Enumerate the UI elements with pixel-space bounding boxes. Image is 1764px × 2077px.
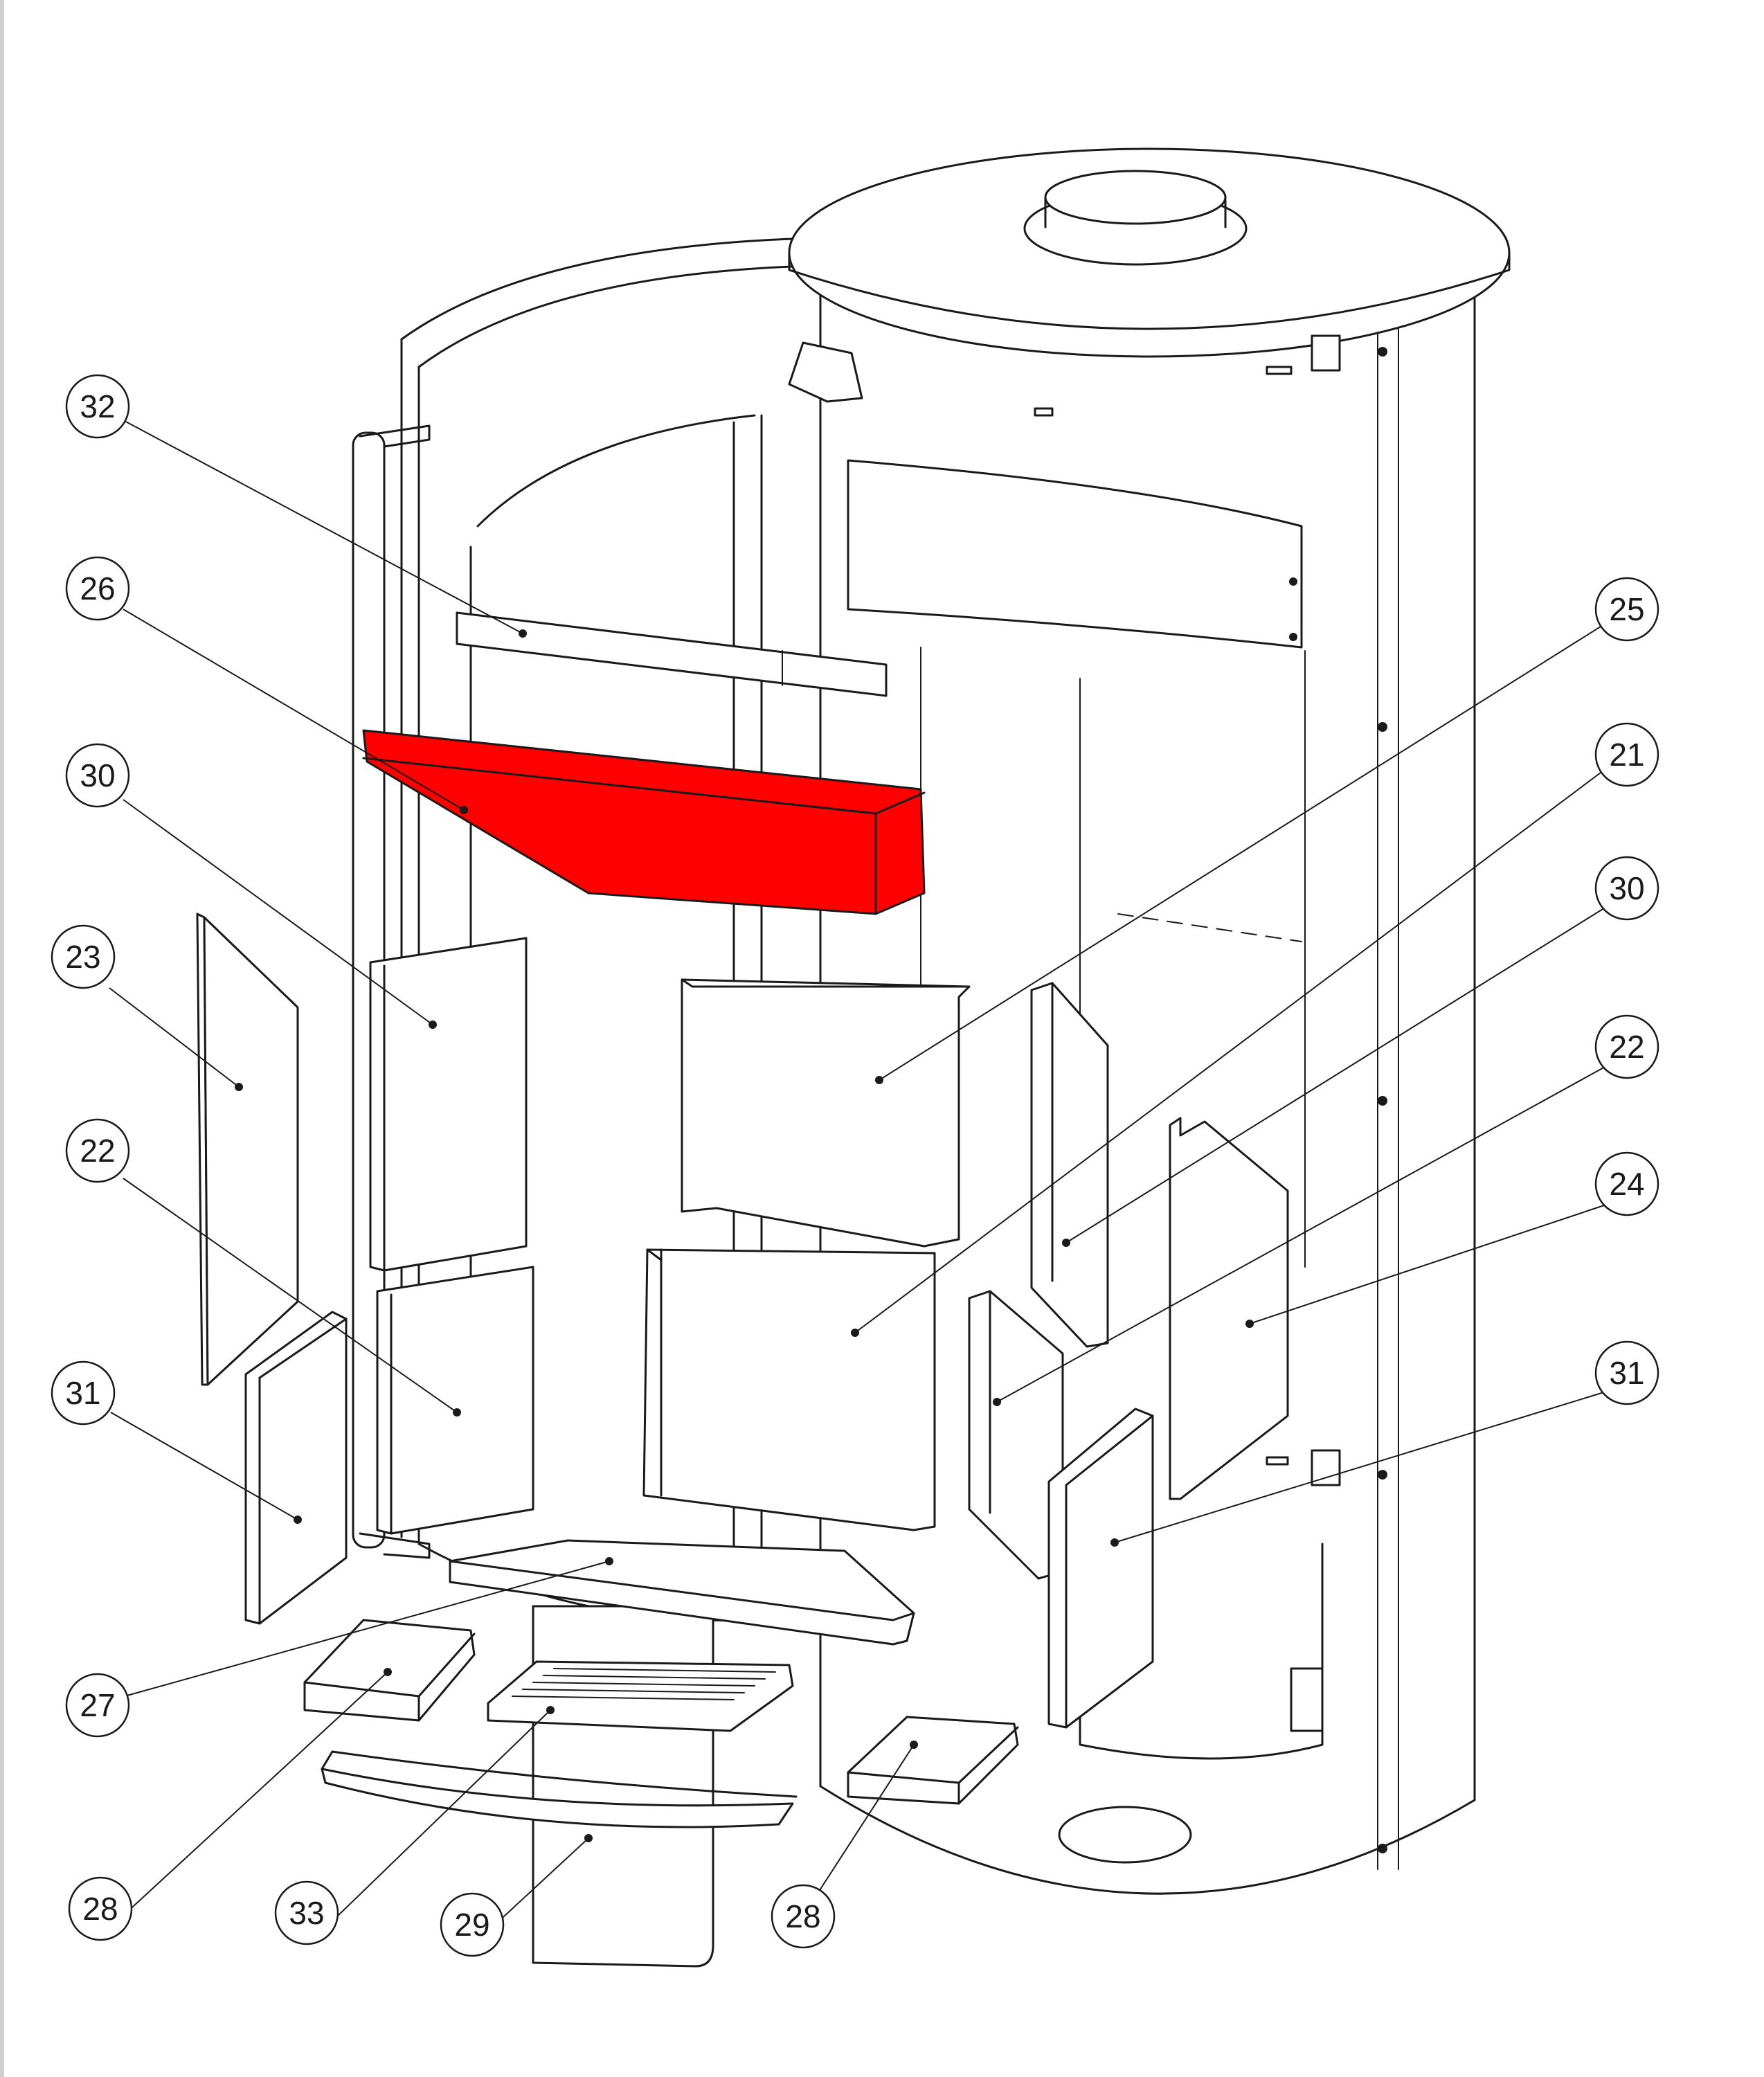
svg-text:23: 23 xyxy=(65,939,100,975)
stove-body xyxy=(788,147,1511,1895)
callout-23: 23 xyxy=(51,924,116,989)
seam-rivet xyxy=(1378,347,1387,357)
part-23-glass xyxy=(203,916,299,1386)
door-top-inner xyxy=(417,265,794,368)
part-25-rear-upper-brick xyxy=(681,978,971,1248)
svg-text:31: 31 xyxy=(1609,1355,1644,1391)
door-upper-hinge xyxy=(788,341,863,403)
part-27-top-edge xyxy=(449,1560,915,1621)
callout-22-left: 22 xyxy=(65,1118,130,1183)
part-28-right-edge xyxy=(847,1726,1019,1805)
svg-text:28: 28 xyxy=(82,1891,118,1927)
callout-30-left: 30 xyxy=(65,743,130,808)
slot xyxy=(1266,366,1293,375)
handle-top-bracket xyxy=(359,424,431,448)
part-25-top-edge xyxy=(681,978,971,988)
seam-rivet xyxy=(1378,1096,1387,1106)
callout-31-left: 31 xyxy=(51,1360,116,1426)
ashpan-recess xyxy=(1079,1543,1324,1760)
svg-text:28: 28 xyxy=(785,1898,820,1934)
svg-text:32: 32 xyxy=(80,388,115,424)
top-lid-rim xyxy=(788,251,1511,330)
deflector-screw xyxy=(1289,577,1297,586)
callout-28-right: 28 xyxy=(771,1884,836,1949)
part-22-left-brick xyxy=(376,1266,534,1535)
leader-dots xyxy=(235,629,1254,1842)
part-30-left-brick xyxy=(369,937,528,1272)
part-31-left-edge xyxy=(258,1318,348,1625)
part-33-grate xyxy=(487,1660,794,1732)
svg-text:21: 21 xyxy=(1609,737,1644,773)
flue-collar-inner xyxy=(1044,170,1227,225)
callout-29: 29 xyxy=(440,1892,505,1957)
left-frame-edge xyxy=(0,0,4,2077)
seam-rivet xyxy=(1378,1844,1387,1853)
lower-body-hinge xyxy=(1311,1449,1341,1486)
callout-31-right: 31 xyxy=(1594,1340,1659,1405)
svg-text:30: 30 xyxy=(80,757,115,793)
svg-text:26: 26 xyxy=(80,570,115,606)
callout-24: 24 xyxy=(1594,1151,1659,1216)
handle-bottom-bracket xyxy=(359,1532,431,1559)
part-29-ash-lip xyxy=(321,1768,794,1828)
svg-text:29: 29 xyxy=(454,1907,489,1943)
svg-text:22: 22 xyxy=(1609,1029,1644,1065)
part-28-left-edge xyxy=(303,1633,476,1722)
callout-28-left: 28 xyxy=(68,1876,133,1941)
door-latch xyxy=(1290,1667,1324,1732)
leader-lines xyxy=(109,420,1607,1925)
slot xyxy=(1034,407,1054,417)
part-33-grate-bars xyxy=(512,1668,776,1700)
part-21-side-edge xyxy=(646,1248,663,1497)
part-30-right-brick xyxy=(1030,982,1109,1348)
air-inlet-hole xyxy=(1058,1806,1192,1864)
door-window-top xyxy=(476,414,756,528)
part-21-rear-lower-brick xyxy=(642,1248,936,1531)
part-24-right-glass xyxy=(1169,1117,1289,1500)
svg-text:22: 22 xyxy=(80,1133,115,1169)
svg-text:25: 25 xyxy=(1609,591,1644,627)
callout-30-right: 30 xyxy=(1594,856,1659,921)
seam-rivet xyxy=(1378,1470,1387,1480)
svg-text:27: 27 xyxy=(80,1687,115,1723)
part-31-right-edge xyxy=(1065,1414,1154,1729)
callout-21: 21 xyxy=(1594,722,1659,787)
callout-25: 25 xyxy=(1594,577,1659,642)
upper-deflector-plate xyxy=(847,459,1303,649)
svg-text:31: 31 xyxy=(65,1375,100,1411)
callout-26: 26 xyxy=(65,556,130,621)
callout-33: 33 xyxy=(274,1880,339,1945)
deflector-screw xyxy=(1289,633,1297,641)
part-29-top-edge xyxy=(321,1750,798,1798)
svg-text:33: 33 xyxy=(289,1895,324,1931)
callout-22-right: 22 xyxy=(1594,1014,1659,1079)
lower-door-panel xyxy=(532,1605,714,1968)
seam-rivet xyxy=(1378,722,1387,732)
door-top-outer xyxy=(400,237,794,341)
callout-32: 32 xyxy=(65,374,130,439)
callout-27: 27 xyxy=(65,1673,130,1738)
part-31-right-brick xyxy=(1047,1408,1154,1729)
flue-collar-sides xyxy=(1044,196,1227,228)
air-slots xyxy=(1117,913,1302,942)
slot xyxy=(1266,1456,1289,1466)
part-26-baffle-highlighted xyxy=(362,729,926,915)
upper-body-hinge xyxy=(1311,334,1341,372)
part-31-left-brick xyxy=(244,1311,348,1625)
svg-text:24: 24 xyxy=(1609,1166,1644,1202)
svg-text:30: 30 xyxy=(1609,870,1644,906)
part-32-deflector-bar xyxy=(456,611,888,697)
part-28-right-block xyxy=(847,1716,1019,1805)
